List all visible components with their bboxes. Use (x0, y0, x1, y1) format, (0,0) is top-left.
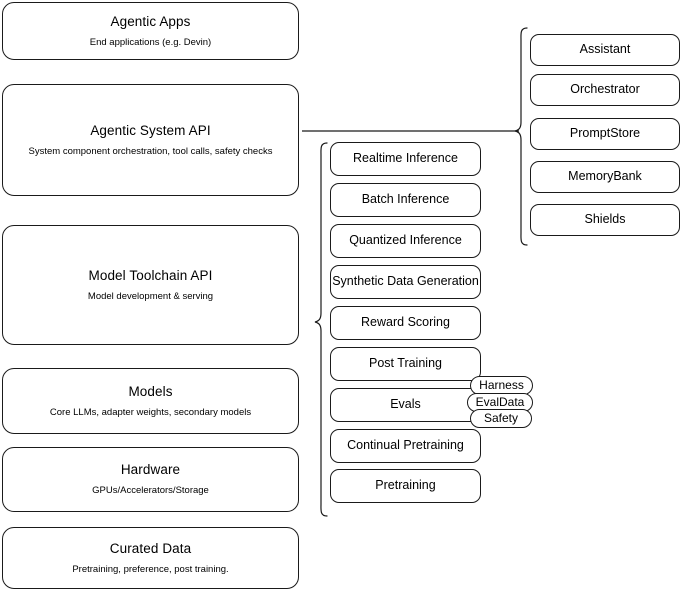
layer-title: Hardware (120, 462, 181, 478)
chip-label: Continual Pretraining (347, 438, 464, 453)
chip-post-training[interactable]: Post Training (330, 347, 481, 381)
chip-label: MemoryBank (568, 169, 642, 184)
chip-batch-inference[interactable]: Batch Inference (330, 183, 481, 217)
chip-label: PromptStore (569, 126, 641, 141)
chip-label: Post Training (369, 356, 442, 371)
badge-label: Harness (479, 378, 524, 392)
badge-label: EvalData (475, 395, 525, 409)
chip-memorybank[interactable]: MemoryBank (530, 161, 680, 193)
layer-title: Models (128, 383, 173, 399)
chip-promptstore[interactable]: PromptStore (530, 118, 680, 150)
chip-label: Assistant (579, 42, 631, 57)
layer-title: Curated Data (109, 540, 192, 556)
layer-subtitle: Pretraining, preference, post training. (72, 563, 229, 575)
layer-model-toolchain-api[interactable]: Model Toolchain API Model development & … (2, 225, 299, 345)
chip-label: Reward Scoring (361, 315, 450, 330)
chip-reward-scoring[interactable]: Reward Scoring (330, 306, 481, 340)
chip-quantized-inference[interactable]: Quantized Inference (330, 224, 481, 258)
chip-label: Orchestrator (570, 82, 640, 97)
layer-agentic-system-api[interactable]: Agentic System API System component orch… (2, 84, 299, 196)
layer-title: Agentic System API (90, 122, 211, 138)
chip-realtime-inference[interactable]: Realtime Inference (330, 142, 481, 176)
layer-title: Agentic Apps (110, 13, 191, 29)
layer-curated-data[interactable]: Curated Data Pretraining, preference, po… (2, 527, 299, 589)
layer-agentic-apps[interactable]: Agentic Apps End applications (e.g. Devi… (2, 2, 299, 60)
layer-models[interactable]: Models Core LLMs, adapter weights, secon… (2, 368, 299, 434)
badge-safety[interactable]: Safety (470, 409, 532, 428)
layer-subtitle: Core LLMs, adapter weights, secondary mo… (49, 406, 252, 418)
chip-label: Shields (584, 212, 626, 227)
chip-label: Realtime Inference (353, 151, 458, 166)
chip-label: Quantized Inference (349, 233, 462, 248)
chip-shields[interactable]: Shields (530, 204, 680, 236)
chip-continual-pretraining[interactable]: Continual Pretraining (330, 429, 481, 463)
layer-subtitle: Model development & serving (87, 290, 214, 302)
chip-pretraining[interactable]: Pretraining (330, 469, 481, 503)
badge-label: Safety (483, 411, 519, 425)
chip-synthetic-data-generation[interactable]: Synthetic Data Generation (330, 265, 481, 299)
chip-label: Batch Inference (361, 192, 450, 207)
chip-label: Pretraining (375, 478, 436, 493)
layer-hardware[interactable]: Hardware GPUs/Accelerators/Storage (2, 447, 299, 512)
chip-orchestrator[interactable]: Orchestrator (530, 74, 680, 106)
chip-label: Synthetic Data Generation (332, 274, 479, 289)
brace-toolchain-components (314, 142, 328, 517)
brace-system-components (514, 27, 528, 246)
chip-label: Evals (390, 397, 421, 412)
layer-title: Model Toolchain API (88, 267, 213, 283)
chip-evals[interactable]: Evals (330, 388, 481, 422)
layer-subtitle: End applications (e.g. Devin) (89, 36, 212, 48)
layer-subtitle: GPUs/Accelerators/Storage (92, 485, 209, 496)
layer-subtitle: System component orchestration, tool cal… (28, 145, 273, 157)
chip-assistant[interactable]: Assistant (530, 34, 680, 66)
